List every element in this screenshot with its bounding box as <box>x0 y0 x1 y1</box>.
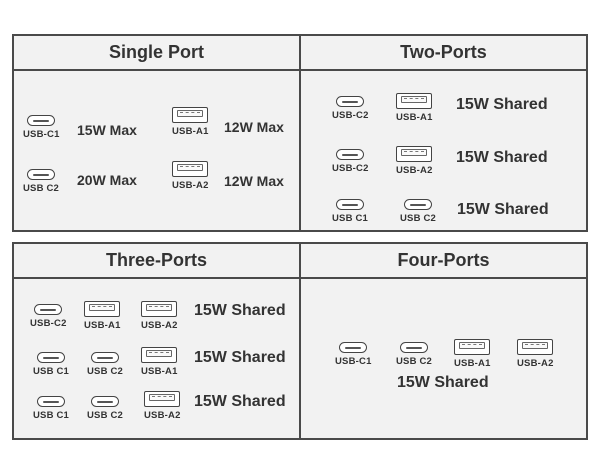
two-ports-title: Two-Ports <box>299 36 586 69</box>
power-label: 15W Shared <box>457 201 549 218</box>
power-label: 15W Max <box>77 122 137 138</box>
usb-a-port-icon <box>84 301 121 317</box>
usb-c-port-icon <box>27 115 56 126</box>
three-ports-row3-port1: USB C1 <box>33 396 69 421</box>
single-port-usb-c2: USB C2 <box>23 169 59 194</box>
port-label: USB-C2 <box>30 318 67 329</box>
port-label: USB C2 <box>23 183 60 194</box>
usb-a-port-icon <box>172 107 209 123</box>
three-ports-row2-port1: USB C1 <box>33 352 69 377</box>
port-label: USB C2 <box>396 356 433 367</box>
top-column-divider <box>299 36 301 230</box>
usb-c-port-icon <box>336 199 365 210</box>
power-label: 15W Shared <box>194 393 286 410</box>
three-ports-row1-port2: USB-A1 <box>84 301 121 331</box>
four-ports-title: Four-Ports <box>299 244 586 277</box>
port-label: USB-A2 <box>144 410 181 421</box>
two-ports-row1-port2: USB-A1 <box>396 93 433 123</box>
two-ports-row2-port2: USB-A2 <box>396 146 433 176</box>
port-label: USB-C1 <box>23 129 60 140</box>
usb-a-port-icon <box>172 161 209 177</box>
power-label: 15W Shared <box>194 349 286 366</box>
single-port-title: Single Port <box>108 42 204 62</box>
port-label: USB C2 <box>400 213 437 224</box>
single-port-usb-c1: USB-C1 <box>23 115 60 140</box>
port-label: USB-A1 <box>141 366 178 377</box>
single-port-usb-a1: USB-A1 <box>172 107 209 137</box>
four-ports-port3: USB-A1 <box>454 339 491 369</box>
three-ports-row1-port3: USB-A2 <box>141 301 178 331</box>
power-label: 12W Max <box>224 173 284 189</box>
port-label: USB-C2 <box>332 110 369 121</box>
bottom-table: Three-Ports Four-Ports USB-C2 USB-A1 USB… <box>12 242 588 440</box>
usb-a-port-icon <box>396 146 433 162</box>
port-label: USB-A2 <box>172 180 209 191</box>
port-label: USB-A1 <box>172 126 209 137</box>
two-ports-row3-port1: USB C1 <box>332 199 368 224</box>
power-label: 12W Max <box>224 119 284 135</box>
three-ports-row3-port2: USB C2 <box>87 396 123 421</box>
usb-c-port-icon <box>37 396 66 407</box>
usb-c-port-icon <box>91 352 120 363</box>
bottom-column-divider <box>299 244 301 438</box>
four-ports-port1: USB-C1 <box>335 342 372 367</box>
port-label: USB C2 <box>87 366 124 377</box>
port-label: USB C2 <box>87 410 124 421</box>
usb-a-port-icon <box>517 339 554 355</box>
usb-c-port-icon <box>336 96 365 107</box>
usb-c-port-icon <box>336 149 365 160</box>
port-label: USB-A1 <box>396 112 433 123</box>
usb-a-port-icon <box>144 391 181 407</box>
usb-c-port-icon <box>404 199 433 210</box>
power-label: 15W Shared <box>397 374 489 391</box>
power-label: 15W Shared <box>194 302 286 319</box>
three-ports-row2-port3: USB-A1 <box>141 347 178 377</box>
single-port-panel: USB-C1 15W Max USB-A1 12W Max USB C2 20W… <box>14 71 299 230</box>
four-ports-port4: USB-A2 <box>517 339 554 369</box>
port-label: USB-A2 <box>517 358 554 369</box>
power-label: 15W Shared <box>456 149 548 166</box>
top-table: Single Port Two-Ports USB-C1 15W Max USB… <box>12 34 588 232</box>
usb-a-port-icon <box>396 93 433 109</box>
usb-a-port-icon <box>141 347 178 363</box>
port-label: USB C1 <box>332 213 369 224</box>
three-ports-title: Three-Ports <box>105 250 208 270</box>
port-label: USB-C1 <box>335 356 372 367</box>
usb-c-port-icon <box>91 396 120 407</box>
three-ports-row3-port3: USB-A2 <box>144 391 181 421</box>
usb-c-port-icon <box>34 304 63 315</box>
three-ports-panel: USB-C2 USB-A1 USB-A2 15W Shared USB C1 U… <box>14 279 299 438</box>
port-label: USB-A1 <box>454 358 491 369</box>
four-ports-port2: USB C2 <box>396 342 432 367</box>
usb-c-port-icon <box>27 169 56 180</box>
usb-c-port-icon <box>400 342 429 353</box>
port-label: USB C1 <box>33 366 70 377</box>
two-ports-row3-port2: USB C2 <box>400 199 436 224</box>
two-ports-panel: USB-C2 USB-A1 15W Shared USB-C2 USB-A2 1… <box>301 71 586 230</box>
port-label: USB-C2 <box>332 163 369 174</box>
two-ports-row1-port1: USB-C2 <box>332 96 369 121</box>
two-ports-row2-port1: USB-C2 <box>332 149 369 174</box>
port-label: USB-A1 <box>84 320 121 331</box>
usb-c-port-icon <box>339 342 368 353</box>
three-ports-row1-port1: USB-C2 <box>30 304 67 329</box>
usb-a-port-icon <box>454 339 491 355</box>
power-label: 15W Shared <box>456 96 548 113</box>
usb-a-port-icon <box>141 301 178 317</box>
usb-c-port-icon <box>37 352 66 363</box>
three-ports-row2-port2: USB C2 <box>87 352 123 377</box>
port-label: USB-A2 <box>141 320 178 331</box>
power-label: 20W Max <box>77 172 137 188</box>
port-label: USB C1 <box>33 410 70 421</box>
four-ports-panel: USB-C1 USB C2 USB-A1 USB-A2 15W Shared <box>301 279 586 438</box>
single-port-usb-a2: USB-A2 <box>172 161 209 191</box>
port-label: USB-A2 <box>396 165 433 176</box>
